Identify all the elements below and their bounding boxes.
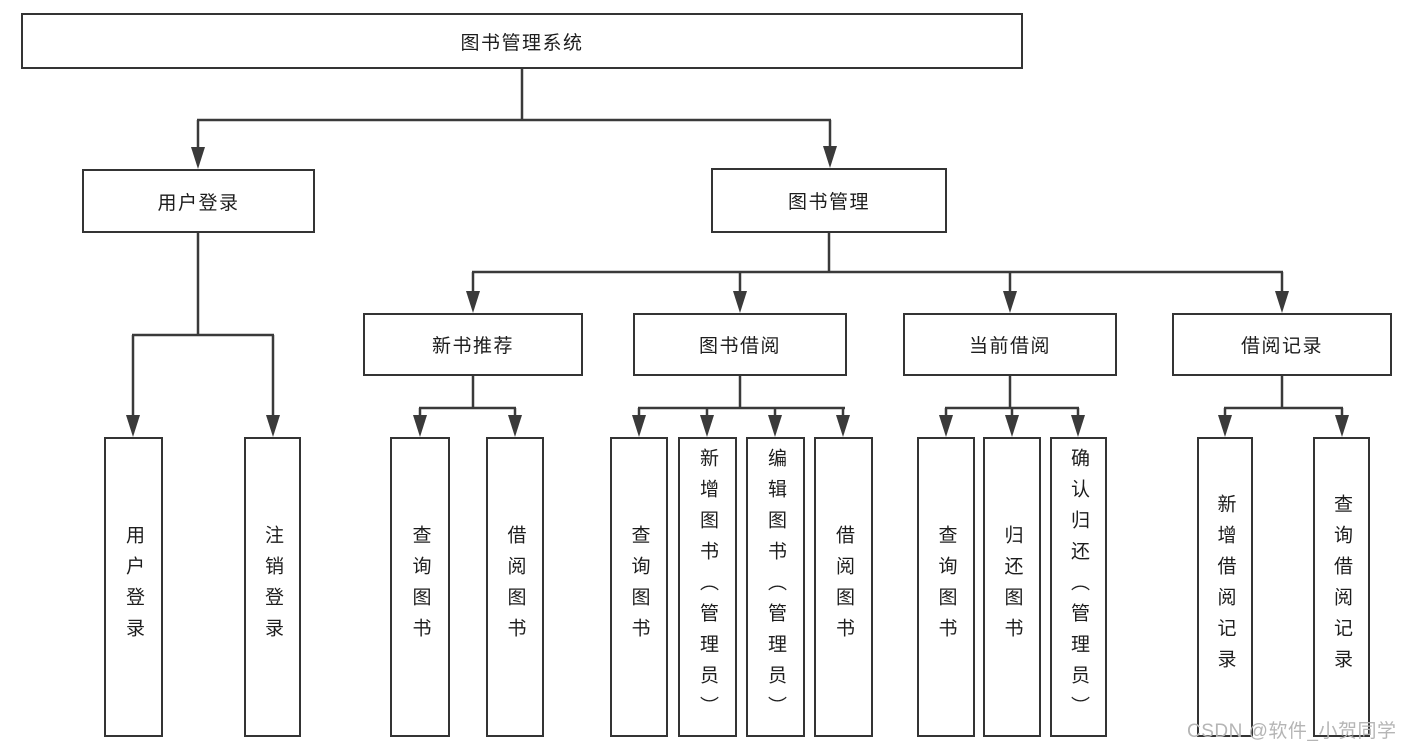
- node-book-management: 图书管理: [711, 168, 947, 233]
- node-new-book-recommend-label: 新书推荐: [431, 336, 514, 357]
- leaf-label: 查询图书: [409, 525, 431, 649]
- leaf-label: 借阅图书: [833, 525, 854, 649]
- leaf-label: 确认归还（管理员）: [1068, 447, 1089, 727]
- leaf-label: 新增图书（管理员）: [697, 447, 718, 727]
- leaf-add-book-admin: 新增图书（管理员）: [678, 437, 737, 737]
- node-book-management-label: 图书管理: [787, 192, 870, 213]
- leaf-label: 查询图书: [628, 525, 650, 649]
- node-book-borrowing-label: 图书借阅: [698, 336, 781, 357]
- leaf-query-books-recommend: 查询图书: [390, 437, 450, 737]
- node-user-login-label: 用户登录: [157, 192, 240, 214]
- node-root-label: 图书管理系统: [460, 32, 584, 54]
- node-user-login: 用户登录: [82, 169, 315, 233]
- node-book-borrowing: 图书借阅: [633, 313, 847, 376]
- node-borrowing-records-label: 借阅记录: [1240, 336, 1323, 357]
- node-root: 图书管理系统: [21, 13, 1023, 69]
- leaf-query-books-current: 查询图书: [917, 437, 975, 737]
- leaf-label: 归还图书: [1001, 525, 1023, 649]
- node-current-borrowing: 当前借阅: [903, 313, 1117, 376]
- csdn-watermark: CSDN @软件_小贺同学: [1187, 721, 1397, 742]
- leaf-label: 查询借阅记录: [1331, 494, 1352, 680]
- leaf-label: 查询图书: [935, 525, 957, 649]
- leaf-confirm-return-admin: 确认归还（管理员）: [1050, 437, 1107, 737]
- leaf-query-borrow-record: 查询借阅记录: [1313, 437, 1370, 737]
- leaf-label: 注销登录: [262, 525, 283, 649]
- leaf-label: 借阅图书: [504, 525, 526, 649]
- leaf-label: 编辑图书（管理员）: [765, 447, 786, 727]
- node-new-book-recommend: 新书推荐: [363, 313, 583, 376]
- node-borrowing-records: 借阅记录: [1172, 313, 1392, 376]
- leaf-borrow-books-borrowing: 借阅图书: [814, 437, 873, 737]
- leaf-borrow-books-recommend: 借阅图书: [486, 437, 544, 737]
- leaf-label: 新增借阅记录: [1214, 494, 1236, 680]
- leaf-user-login: 用户登录: [104, 437, 163, 737]
- leaf-return-books: 归还图书: [983, 437, 1041, 737]
- leaf-logout: 注销登录: [244, 437, 301, 737]
- leaf-label: 用户登录: [123, 525, 144, 649]
- leaf-add-borrow-record: 新增借阅记录: [1197, 437, 1253, 737]
- node-current-borrowing-label: 当前借阅: [968, 336, 1051, 357]
- leaf-query-books-borrowing: 查询图书: [610, 437, 668, 737]
- leaf-edit-book-admin: 编辑图书（管理员）: [746, 437, 805, 737]
